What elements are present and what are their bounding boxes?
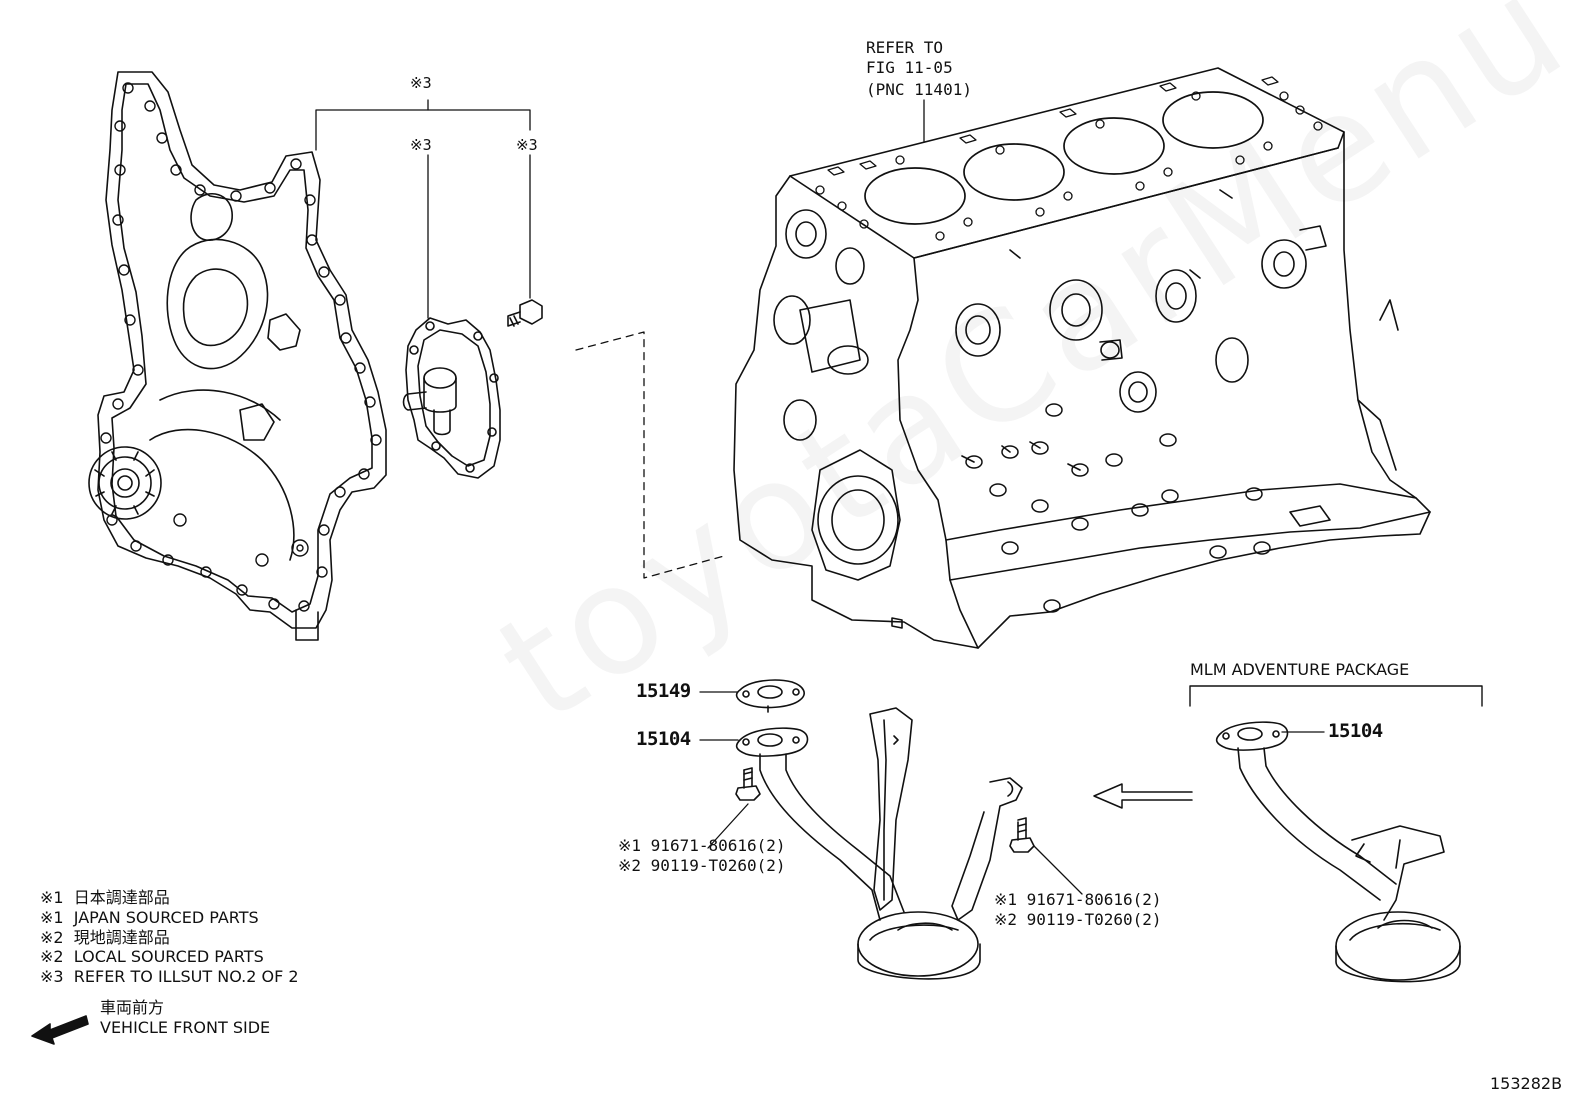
bolt-left-line-2[interactable]: ※2 90119-T0260(2) — [618, 856, 786, 875]
water-pump-illustration — [402, 317, 501, 479]
vehicle-front-jp: 車両前方 — [100, 998, 165, 1017]
ref3-mark-right: ※3 — [516, 136, 538, 154]
refer-line-3: (PNC 11401) — [866, 80, 972, 99]
leader-bolt-right — [1033, 845, 1083, 895]
ref3-mark-middle: ※3 — [410, 136, 432, 154]
legend-line-3: ※2 現地調達部品 — [40, 928, 170, 947]
legend-line-5: ※3 REFER TO ILLSUT NO.2 OF 2 — [40, 967, 299, 986]
ref3-leaders — [315, 99, 531, 319]
refer-line-2: FIG 11-05 — [866, 58, 953, 77]
strainer-bolt-left-illustration — [735, 767, 761, 801]
gasket-15149-illustration — [735, 679, 805, 713]
legend-line-2: ※1 JAPAN SOURCED PARTS — [40, 908, 259, 927]
illustration-code: 153282B — [1490, 1074, 1563, 1093]
strainer-bolt-right-illustration — [1009, 817, 1035, 853]
package-label: MLM ADVENTURE PACKAGE — [1190, 660, 1410, 679]
alignment-dashed-lines — [575, 331, 725, 579]
cylinder-block-illustration — [733, 67, 1431, 649]
legend-line-1: ※1 日本調達部品 — [40, 888, 170, 907]
bolt-left-line-1[interactable]: ※1 91671-80616(2) — [618, 836, 786, 855]
leader-bolt-left — [707, 803, 749, 849]
legend-line-4: ※2 LOCAL SOURCED PARTS — [40, 947, 264, 966]
bolt-right-line-2[interactable]: ※2 90119-T0260(2) — [994, 910, 1162, 929]
oil-strainer-left-illustration — [735, 707, 1023, 980]
part-number-15149[interactable]: 15149 — [636, 680, 691, 702]
oil-strainer-right-illustration — [1215, 721, 1461, 983]
part-number-15104-left[interactable]: 15104 — [636, 728, 691, 750]
timing-cover-illustration — [88, 71, 387, 641]
vehicle-front-arrow-icon — [31, 1015, 89, 1045]
bolt-right-line-1[interactable]: ※1 91671-80616(2) — [994, 890, 1162, 909]
vehicle-front-en: VEHICLE FRONT SIDE — [100, 1018, 271, 1037]
package-bracket — [1189, 685, 1483, 707]
part-number-15104-right[interactable]: 15104 — [1328, 720, 1383, 742]
pump-bolt-illustration — [507, 299, 543, 327]
variant-arrow — [1093, 783, 1193, 809]
ref3-mark-top: ※3 — [410, 74, 432, 92]
refer-line-1: REFER TO — [866, 38, 944, 57]
